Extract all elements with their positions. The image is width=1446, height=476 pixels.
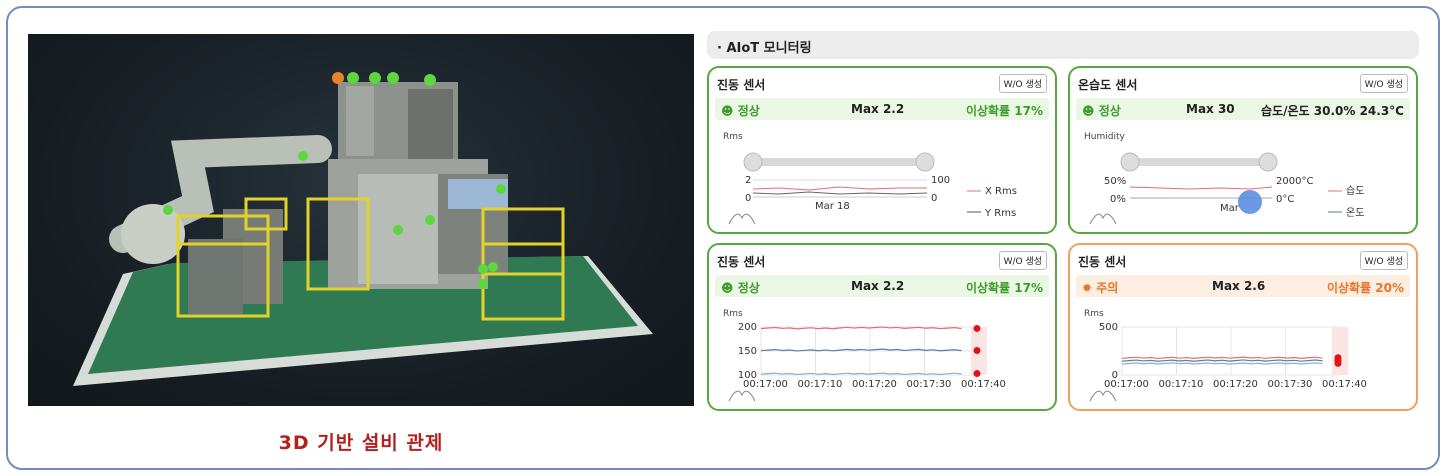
alert-point <box>973 370 981 378</box>
card-title: 온습도 센서 <box>1078 78 1138 92</box>
mini-wave-icon <box>728 390 756 402</box>
y-axis-label: Humidity <box>1084 132 1125 142</box>
card-title: 진동 센서 <box>717 78 766 92</box>
legend-temperature: 온도 <box>1346 207 1364 219</box>
mini-wave-icon <box>728 213 756 225</box>
status-label: ☻ 정상 <box>721 281 760 295</box>
slider-tick: 0 <box>745 193 751 204</box>
x-tick-label: 00:17:30 <box>1268 379 1313 390</box>
y-axis-label: Rms <box>723 132 743 142</box>
y-tick-label: 200 <box>738 322 757 333</box>
anomaly-probability: 이상확률 17% <box>965 104 1043 118</box>
vibration-sensor-card-1: 진동 센서 W/O 생성 ☻ 정상 Max 2.2 이상확률 17% Rms 2… <box>707 66 1057 234</box>
x-tick-label: 00:17:00 <box>1104 379 1149 390</box>
range-slider-handle-right[interactable] <box>1258 152 1278 172</box>
series-line <box>1121 356 1323 360</box>
card-title: 진동 센서 <box>717 255 766 269</box>
vibration-sensor-card-warning: 진동 센서 W/O 생성 ✹ 주의 Max 2.6 이상확률 20% Rms 0… <box>1068 243 1418 411</box>
legend-y-rms: Y Rms <box>984 208 1016 219</box>
x-tick-label: 00:17:40 <box>1322 379 1367 390</box>
x-tick-label: 00:17:40 <box>961 379 1006 390</box>
work-order-button[interactable]: W/O 생성 <box>1359 74 1408 93</box>
status-bar: ☻ 정상 Max 2.2 이상확률 17% <box>715 98 1049 120</box>
x-tick-label: 00:17:00 <box>743 379 788 390</box>
anomaly-probability: 이상확률 17% <box>965 281 1043 295</box>
x-tick-label: 00:17:10 <box>1159 379 1204 390</box>
x-tick-label: 00:17:30 <box>907 379 952 390</box>
cursor-marker[interactable] <box>1238 190 1262 214</box>
range-slider-handle-left[interactable] <box>1120 152 1140 172</box>
legend-x-rms: X Rms <box>985 186 1017 197</box>
axis-tick: 0% <box>1110 194 1126 205</box>
series-line <box>760 348 962 352</box>
series-line <box>760 372 962 376</box>
y-tick-label: 500 <box>1099 322 1118 333</box>
x-tick-label: 00:17:20 <box>852 379 897 390</box>
y-axis-label: Rms <box>1084 309 1104 319</box>
axis-tick: 50% <box>1104 176 1126 187</box>
slider-tick: 2 <box>745 175 751 186</box>
status-label: ☻ 정상 <box>1082 104 1121 118</box>
max-value: Max 30 <box>1186 102 1235 116</box>
y-axis-label: Rms <box>723 309 743 319</box>
monitor-title: · AIoT 모니터링 <box>707 31 1419 59</box>
range-slider-handle-right[interactable] <box>915 152 935 172</box>
humidity-chart: 50% 2000°C 0% 0°C Mar 습도 온도 <box>1089 152 1364 225</box>
viewer-caption: 3D 기반 설비 관제 <box>278 432 444 454</box>
y-tick-label: 100 <box>738 370 757 381</box>
series-line <box>1121 362 1323 365</box>
slider-tick: 0 <box>931 193 937 204</box>
status-bar: ☻ 정상 Max 30 습도/온도 30.0% 24.3°C <box>1076 98 1410 120</box>
x-axis-date: Mar <box>1220 203 1240 214</box>
rms-time-chart: 00:17:00 00:17:10 00:17:20 00:17:30 00:17:40… <box>1089 322 1367 402</box>
max-value: Max 2.2 <box>851 279 905 293</box>
work-order-button[interactable]: W/O 생성 <box>998 74 1047 93</box>
mini-wave-icon <box>1089 213 1117 225</box>
sensor-markers <box>163 72 506 289</box>
alert-point <box>973 347 981 355</box>
work-order-button[interactable]: W/O 생성 <box>1359 251 1408 270</box>
status-bar: ☻ 정상 Max 2.2 이상확률 17% <box>715 275 1049 297</box>
vibration-sensor-card-2: 진동 센서 W/O 생성 ☻ 정상 Max 2.2 이상확률 17% Rms 0… <box>707 243 1057 411</box>
range-slider-track[interactable] <box>1126 158 1272 166</box>
legend-humidity: 습도 <box>1346 185 1364 197</box>
slider-tick: 100 <box>931 175 950 186</box>
max-value: Max 2.6 <box>1212 279 1266 293</box>
card-title: 진동 센서 <box>1078 255 1127 269</box>
x-tick-label: 00:17:20 <box>1213 379 1258 390</box>
status-bar: ✹ 주의 Max 2.6 이상확률 20% <box>1076 275 1410 297</box>
work-order-button[interactable]: W/O 생성 <box>998 251 1047 270</box>
y-tick-label: 150 <box>738 346 757 357</box>
alert-point <box>973 324 981 332</box>
x-axis-date: Mar 18 <box>815 201 850 212</box>
range-slider-track[interactable] <box>749 158 929 166</box>
temp-humidity-sensor-card: 온습도 센서 W/O 생성 ☻ 정상 Max 30 습도/온도 30.0% 24… <box>1068 66 1418 234</box>
axis-tick: 2000°C <box>1276 176 1313 187</box>
3d-viewer[interactable] <box>28 34 694 406</box>
max-value: Max 2.2 <box>851 102 905 116</box>
anomaly-probability: 이상확률 20% <box>1326 281 1404 295</box>
y-tick-label: 0 <box>1112 370 1118 381</box>
rms-time-chart: 00:17:00 00:17:10 00:17:20 00:17:30 00:17:40… <box>728 322 1006 402</box>
series-line <box>1121 359 1323 362</box>
range-slider-handle-left[interactable] <box>743 152 763 172</box>
x-tick-label: 00:17:10 <box>798 379 843 390</box>
status-label: ✹ 주의 <box>1082 281 1119 295</box>
humidity-temp-readout: 습도/온도 30.0% 24.3°C <box>1261 104 1404 118</box>
mini-wave-icon <box>1089 390 1117 402</box>
series-line <box>760 326 962 330</box>
rms-chart: 2 100 0 0 Mar 18 X Rms Y Rms <box>728 152 1017 225</box>
alert-band <box>1332 327 1348 375</box>
axis-tick: 0°C <box>1276 194 1294 205</box>
alert-point <box>1334 359 1342 367</box>
status-label: ☻ 정상 <box>721 104 760 118</box>
plant-model <box>73 72 653 386</box>
